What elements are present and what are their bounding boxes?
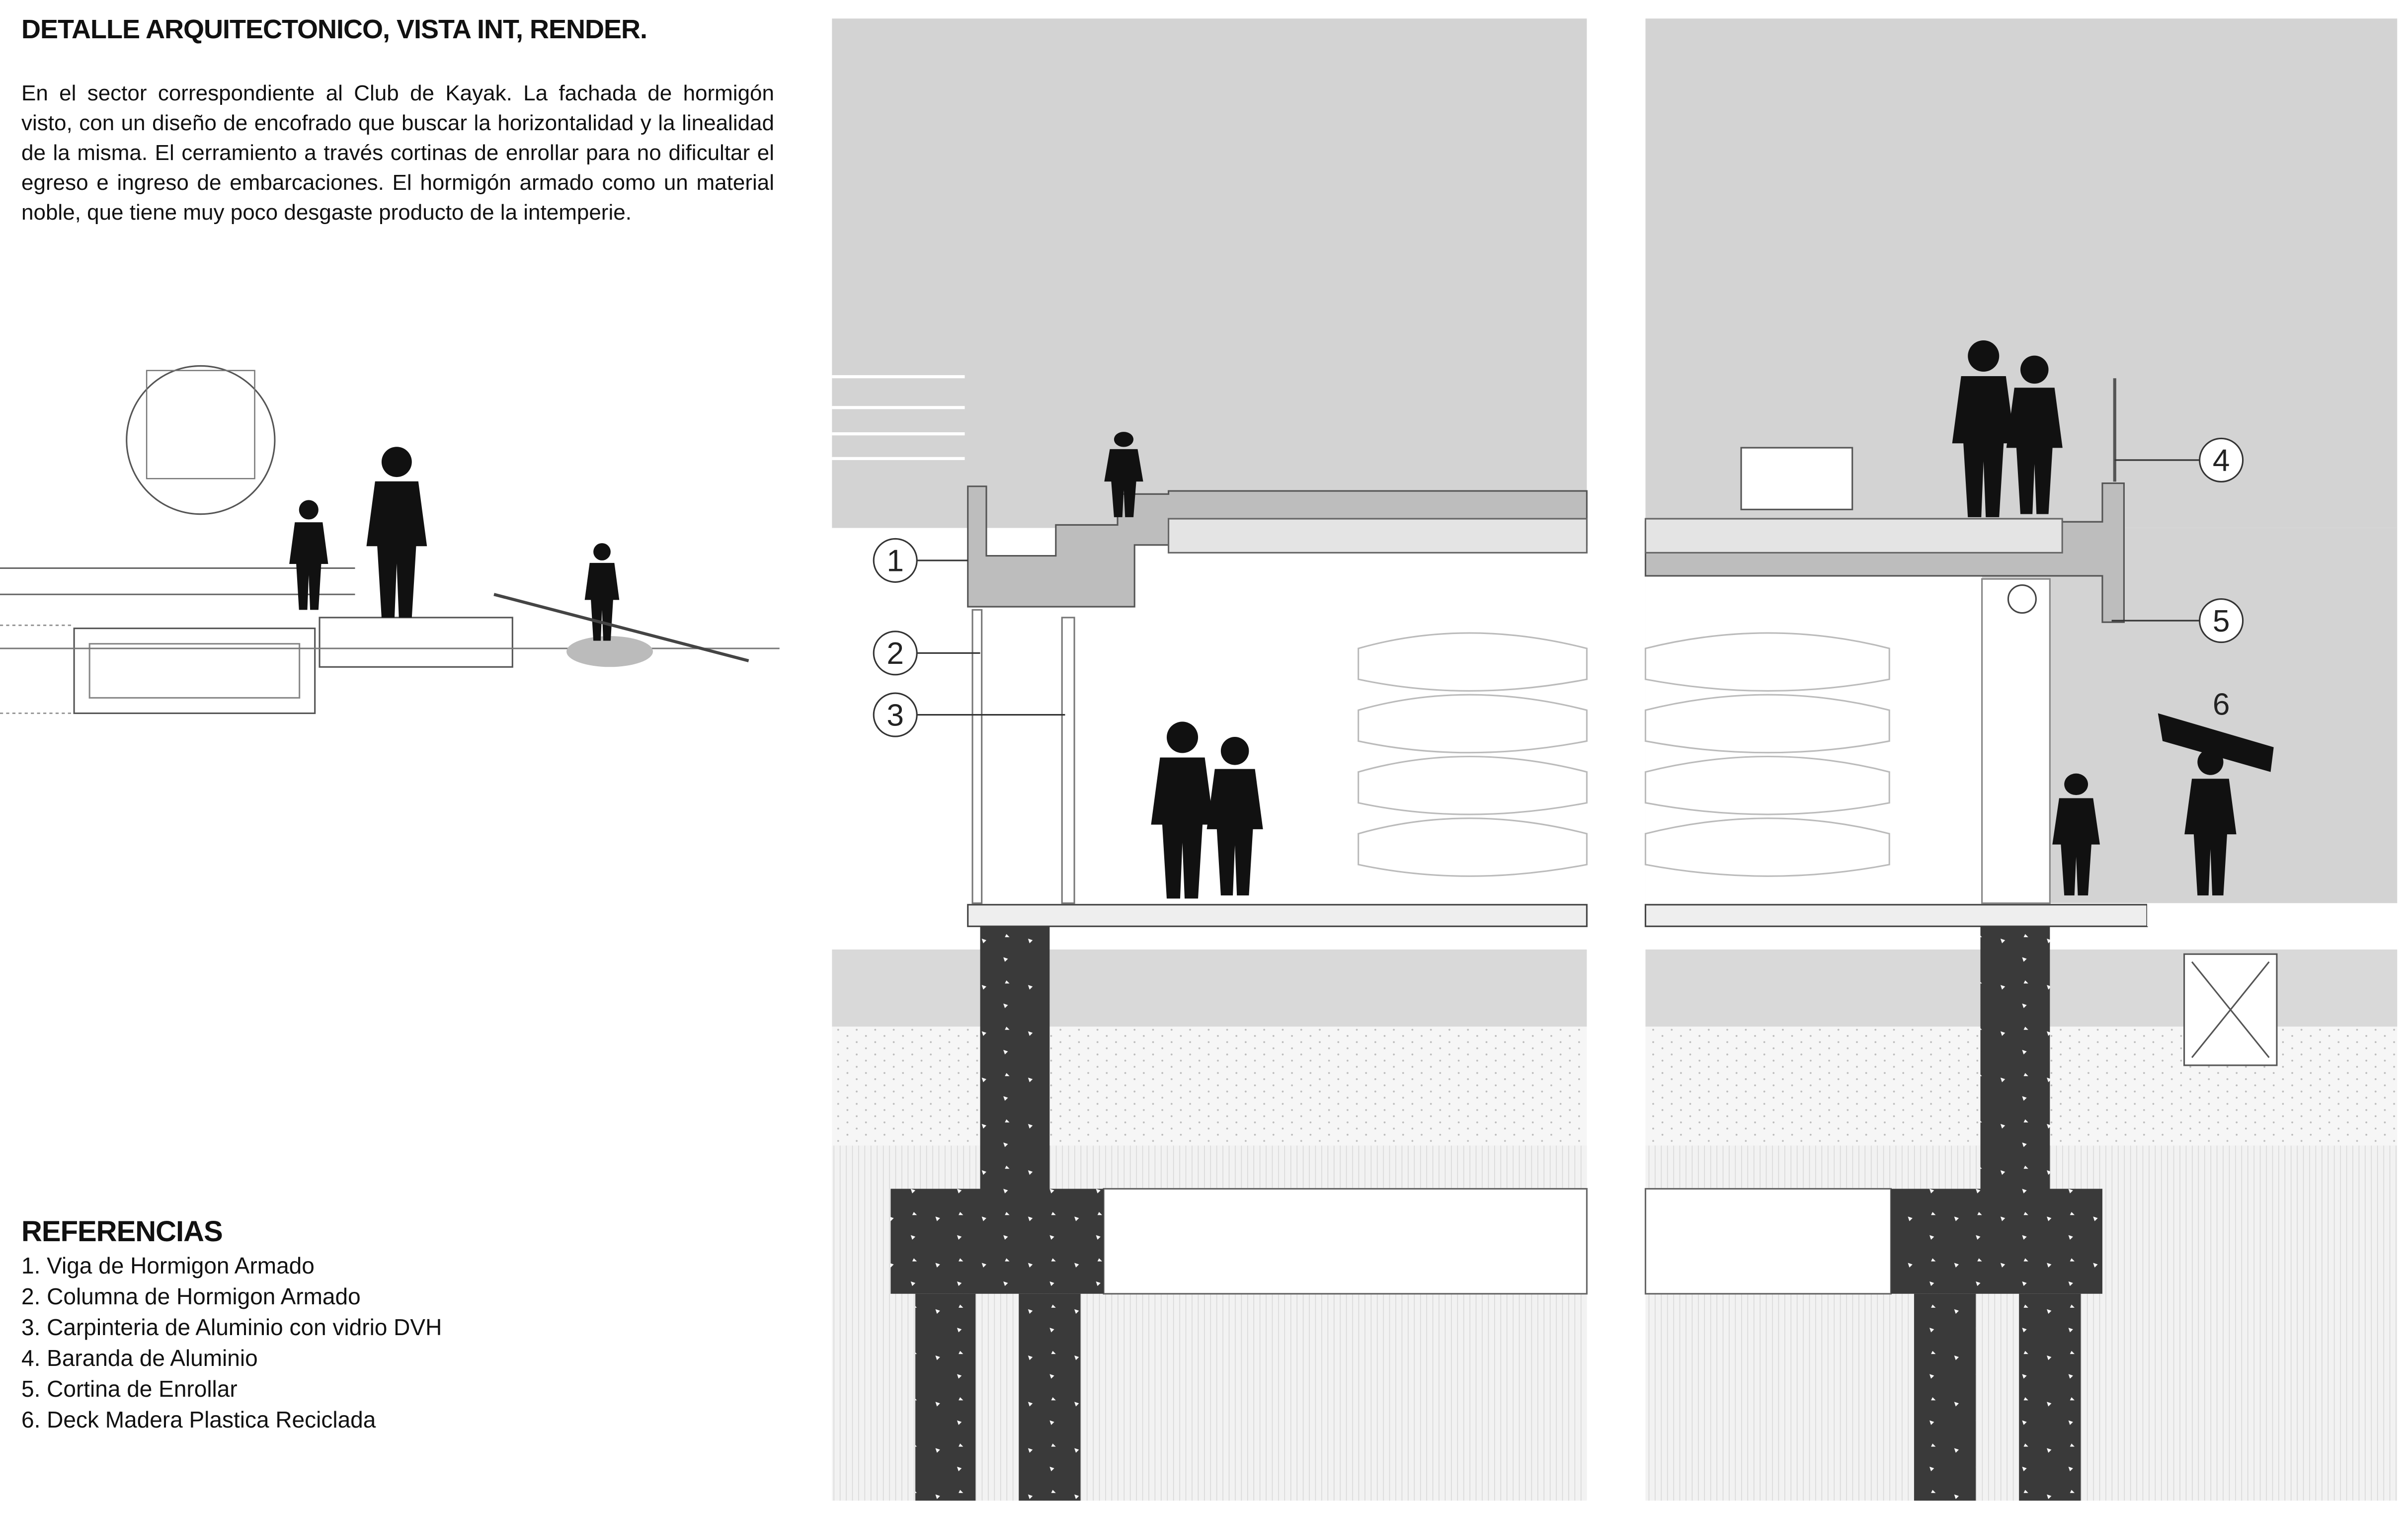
reference-item: 5. Cortina de Enrollar <box>21 1376 238 1402</box>
callout-2: 2 <box>873 631 918 676</box>
reference-item: 6. Deck Madera Plastica Reciclada <box>21 1407 376 1433</box>
references-legend: REFERENCIAS 1. Viga de Hormigon Armado 2… <box>21 1215 442 1435</box>
context-section-sketch <box>0 365 780 715</box>
concrete-column <box>980 926 1050 1189</box>
concrete-footing <box>1891 1189 2102 1294</box>
reference-item: 3. Carpinteria de Aluminio con vidrio DV… <box>21 1314 442 1340</box>
floor-slab <box>1644 904 2148 927</box>
callouts: 1 2 3 4 5 6 <box>873 437 2244 737</box>
section-panel-left <box>832 18 1588 1501</box>
bench <box>1740 447 1853 510</box>
svg-text:6: 6 <box>2213 688 2230 722</box>
reference-item: 4. Baranda de Aluminio <box>21 1345 258 1371</box>
concrete-pile <box>1019 1293 1081 1501</box>
callout-3: 3 <box>873 692 918 737</box>
reference-item: 1. Viga de Hormigon Armado <box>21 1253 315 1278</box>
svg-text:4: 4 <box>2213 444 2230 478</box>
paddle-icon <box>493 593 749 662</box>
detail-magnifier-circle <box>126 365 276 515</box>
concrete-footing <box>890 1189 1104 1294</box>
reference-item: 2. Columna de Hormigon Armado <box>21 1283 361 1309</box>
carried-kayak-icon <box>2158 713 2274 772</box>
floor-slab <box>967 904 1588 927</box>
pile-cap-box <box>2183 953 2278 1066</box>
svg-text:5: 5 <box>2213 604 2230 638</box>
callout-1: 1 <box>873 538 918 583</box>
roller-shutter-icon <box>2007 584 2037 614</box>
svg-text:3: 3 <box>886 698 904 732</box>
concrete-pile <box>915 1293 976 1501</box>
concrete-beam <box>967 485 1588 608</box>
kayak-rack <box>1644 632 1890 877</box>
references-heading: REFERENCIAS <box>21 1215 223 1248</box>
person-silhouette <box>366 447 427 618</box>
description-paragraph: En el sector correspondiente al Club de … <box>21 81 774 225</box>
person-silhouette <box>289 500 328 610</box>
concrete-pile <box>2019 1293 2081 1501</box>
references-list: 1. Viga de Hormigon Armado 2. Columna de… <box>21 1250 442 1435</box>
svg-text:1: 1 <box>886 544 904 578</box>
kayak-icon <box>566 636 653 667</box>
concrete-pile <box>1914 1293 1976 1501</box>
callout-4: 4 <box>2199 437 2244 482</box>
section-panel-right <box>1644 18 2398 1501</box>
callout-6: 6 <box>2199 682 2243 726</box>
page-title: DETALLE ARQUITECTONICO, VISTA INT, RENDE… <box>21 14 647 44</box>
kayak-rack <box>1358 632 1588 877</box>
callout-5: 5 <box>2199 598 2244 643</box>
svg-text:2: 2 <box>886 637 904 671</box>
concrete-column <box>1980 926 2050 1189</box>
